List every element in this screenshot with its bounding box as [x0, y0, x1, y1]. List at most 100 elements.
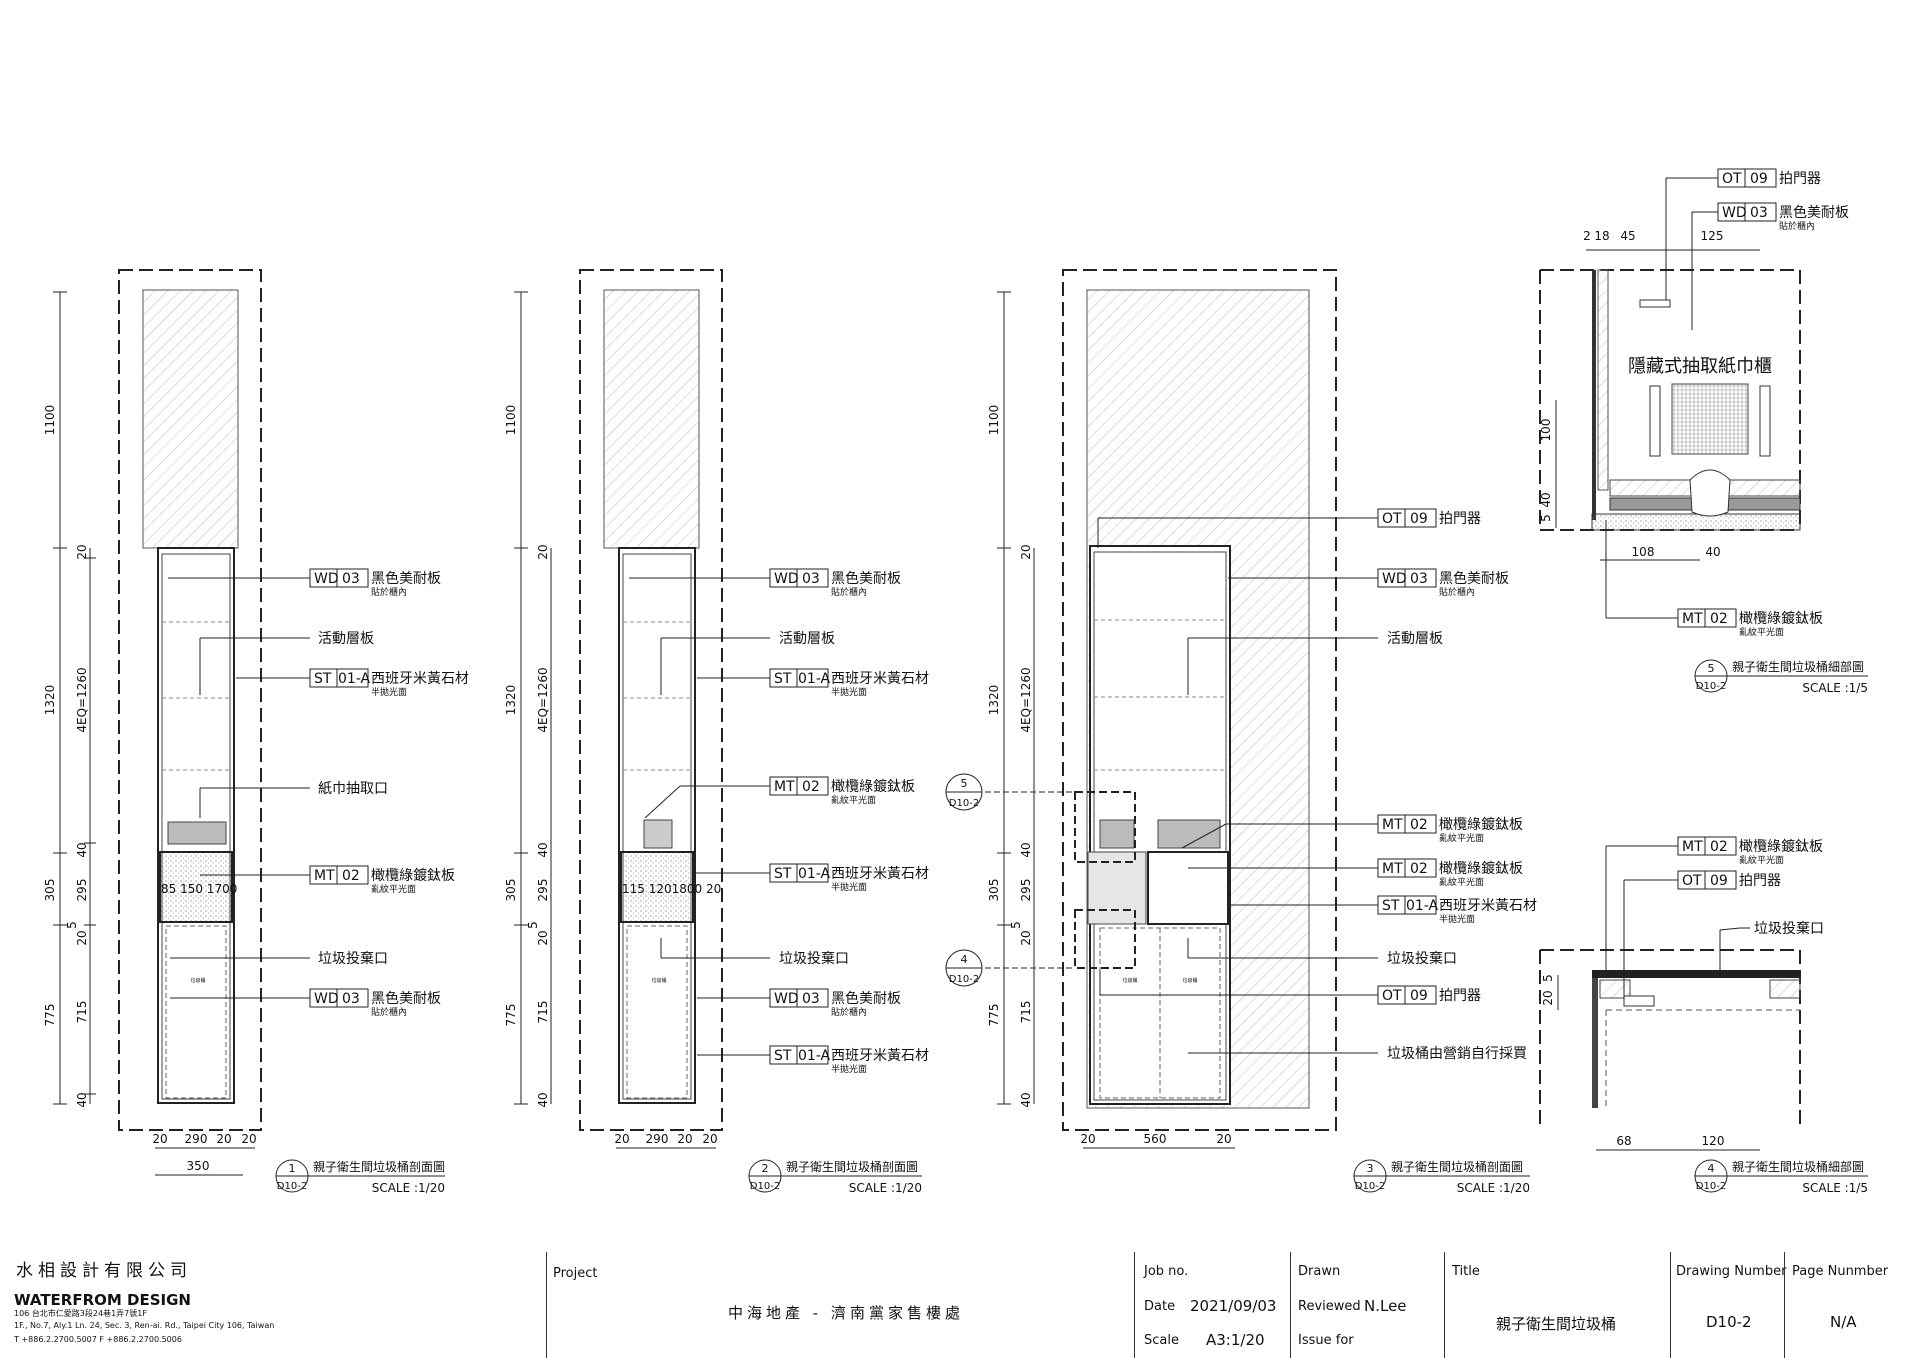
dim-label: 68 [1616, 1134, 1631, 1148]
material-code: WD [314, 571, 339, 587]
material-code: WD [774, 571, 799, 587]
job-divider [1134, 1252, 1135, 1358]
detail-references: 5 D10-2 4 D10-2 [945, 773, 983, 987]
dim-label: 350 [187, 1159, 210, 1173]
material-note: 貼於櫃內 [1779, 220, 1815, 232]
dim-labels-panel-2: 1100 1320 305 775 20 4EQ=1260 40 295 5 2… [504, 405, 721, 1146]
dim-label: 40 [536, 1092, 550, 1107]
view-label-1: 1 D10-2 親子衛生間垃圾桶剖面圖 SCALE :1/20 [275, 1159, 445, 1195]
dim-label: 20 [677, 1132, 692, 1146]
view-scale: SCALE :1/20 [1457, 1181, 1530, 1195]
material-code: ST [314, 671, 332, 687]
dim-label: 20 [702, 1132, 717, 1146]
dim-label: 775 [504, 1004, 518, 1027]
dim-label: 18 [1594, 229, 1609, 243]
material-name: 黑色美耐板 [371, 570, 441, 587]
view-title: 親子衛生間垃圾桶剖面圖 [1391, 1159, 1523, 1174]
material-code: ST [774, 671, 792, 687]
view-scale: SCALE :1/20 [372, 1181, 445, 1195]
dim-labels-detail-5: 2 18 45 125 100 5 40 108 40 [1539, 229, 1723, 559]
material-name: 黑色美耐板 [1779, 204, 1849, 221]
callouts-panel-2: WD 03 黑色美耐板 貼於櫃內 活動層板 ST 01-A 西班牙米黃石材 半拋… [629, 568, 929, 1075]
dim-label: 1100 [504, 405, 518, 436]
dim-label: 20 [614, 1132, 629, 1146]
material-number: 01-A [798, 866, 831, 882]
material-note: 亂紋平光面 [831, 794, 876, 806]
material-note: 亂紋平光面 [1739, 626, 1784, 638]
material-name: 黑色美耐板 [1439, 570, 1509, 587]
detail-ref-number: 5 [961, 777, 968, 790]
dim-label: 20 [75, 930, 89, 945]
dim-label: 125 [1701, 229, 1724, 243]
dims-panel-1 [53, 291, 255, 1176]
material-name: 西班牙米黃石材 [371, 671, 469, 687]
dim-label: 5 [526, 921, 540, 929]
material-code: MT [1682, 839, 1703, 855]
view-title: 親子衛生間垃圾桶細部圖 [1732, 659, 1864, 674]
material-code: WD [1382, 571, 1407, 587]
view-sheet: D10-2 [750, 1181, 780, 1192]
stone-band [1087, 851, 1147, 925]
page-number-value: N/A [1830, 1313, 1857, 1331]
callout-text: 垃圾投棄口 [1754, 921, 1824, 937]
tissue-box [643, 819, 673, 849]
upper-hatch [142, 289, 239, 549]
material-code: OT [1722, 171, 1742, 187]
dim-label: 4EQ=1260 [1019, 667, 1033, 732]
dim-label: 775 [43, 1004, 57, 1027]
material-number: 01-A [338, 671, 371, 687]
date-label: Date [1144, 1299, 1176, 1314]
tissue-box [1099, 819, 1135, 849]
svg-text:垃圾桶: 垃圾桶 [1182, 977, 1197, 984]
detail-ref-number: 4 [961, 953, 968, 966]
material-name: 橄欖綠鍍鈦板 [1439, 816, 1523, 833]
material-number: 03 [802, 571, 820, 587]
material-code: MT [1382, 817, 1403, 833]
material-code: OT [1382, 988, 1402, 1004]
view-sheet: D10-2 [277, 1181, 307, 1192]
material-note: 貼於櫃內 [371, 1006, 407, 1018]
dim-label: 40 [1705, 545, 1720, 559]
material-number: 09 [1750, 171, 1768, 187]
material-code: OT [1382, 511, 1402, 527]
dim-label: 1100 [987, 405, 1001, 436]
material-number: 09 [1410, 988, 1428, 1004]
dims-panel-3 [985, 291, 1235, 1149]
material-note: 貼於櫃內 [371, 586, 407, 598]
inline-dims: 85 150 1700 [161, 882, 237, 896]
title-block [0, 1240, 1920, 1358]
svg-text:垃圾桶: 垃圾桶 [1122, 977, 1137, 984]
dim-label: 100 [1539, 419, 1553, 442]
callouts-panel-1: WD 03 黑色美耐板 貼於櫃內 活動層板 ST 01-A 西班牙米黃石材 半拋… [168, 568, 469, 1018]
material-name: 黑色美耐板 [831, 570, 901, 587]
dim-label: 40 [1539, 492, 1553, 507]
material-number: 03 [342, 571, 360, 587]
dim-label: 5 [1539, 514, 1553, 522]
material-note: 亂紋平光面 [1739, 854, 1784, 866]
material-note: 半拋光面 [1439, 913, 1475, 925]
dim-label: 20 [536, 930, 550, 945]
dim-label: 295 [75, 879, 89, 902]
dim-label: 5 [1541, 974, 1555, 982]
dim-label: 290 [646, 1132, 669, 1146]
page-number-divider [1784, 1252, 1785, 1358]
drawing-number-value: D10-2 [1706, 1313, 1752, 1331]
section-view-3: 垃圾桶 垃圾桶 [1062, 269, 1337, 1131]
dim-label: 560 [1144, 1132, 1167, 1146]
callouts-detail-5: OT 09 拍門器 WD 03 黑色美耐板 貼於櫃內 MT 02 橄欖綠鍍鈦板 … [1677, 168, 1849, 638]
material-number: 03 [1410, 571, 1428, 587]
dim-label: 305 [987, 879, 1001, 902]
material-code: MT [1382, 861, 1403, 877]
job-label: Job no. [1144, 1264, 1189, 1279]
dim-label: 120 [1702, 1134, 1725, 1148]
cabinet-body [618, 547, 696, 1104]
material-code: OT [1682, 873, 1702, 889]
dim-label: 20 [1019, 544, 1033, 559]
view-sheet: D10-2 [1696, 681, 1726, 692]
material-name: 黑色美耐板 [371, 990, 441, 1007]
dim-label: 4EQ=1260 [536, 667, 550, 732]
drawn-divider [1290, 1252, 1291, 1358]
company-name-cn: 水相設計有限公司 [16, 1261, 192, 1281]
material-code: MT [774, 779, 795, 795]
